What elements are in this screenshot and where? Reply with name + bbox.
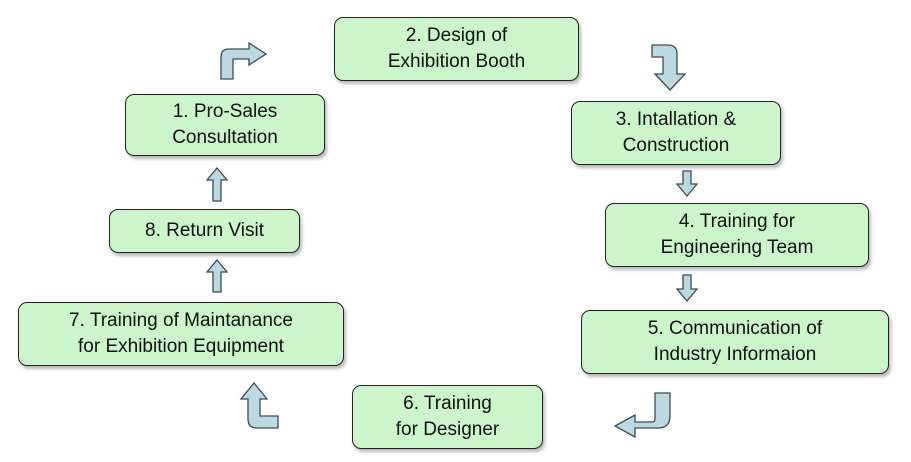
step-8-return-visit: 8. Return Visit xyxy=(109,209,300,253)
curved-arrow-left-up-icon xyxy=(239,381,279,429)
arrow-down-icon xyxy=(675,170,699,198)
step-2-line1: 2. Design of xyxy=(405,25,508,46)
step-4-training-engineering-team: 4. Training for Engineering Team xyxy=(605,203,869,267)
curved-arrow-down-left-icon xyxy=(613,392,671,439)
step-1-pro-sales-consultation: 1. Pro-Sales Consultation xyxy=(125,94,325,156)
step-7-line2: for Exhibition Equipment xyxy=(78,336,284,357)
step-8-line1: 8. Return Visit xyxy=(145,220,264,241)
step-1-line1: 1. Pro-Sales xyxy=(172,101,278,122)
step-1-line2: Consultation xyxy=(172,127,278,148)
step-6-line2: for Designer xyxy=(395,419,500,440)
step-2-design-of-exhibition-booth: 2. Design of Exhibition Booth xyxy=(334,17,579,81)
step-5-line1: 5. Communication of xyxy=(647,318,823,339)
step-4-line1: 4. Training for xyxy=(678,211,796,232)
curved-arrow-right-down-icon xyxy=(651,44,687,91)
arrow-up-icon xyxy=(205,166,229,202)
step-7-line1: 7. Training of Maintanance xyxy=(69,310,293,331)
step-3-line1: 3. Intallation & xyxy=(615,109,737,130)
step-6-line1: 6. Training xyxy=(403,393,492,414)
step-6-training-for-designer: 6. Training for Designer xyxy=(352,385,543,449)
step-3-line2: Construction xyxy=(622,135,730,156)
arrow-up-icon xyxy=(205,258,229,293)
step-4-line2: Engineering Team xyxy=(660,237,814,258)
step-5-communication-industry-information: 5. Communication of Industry Informaion xyxy=(581,310,889,374)
arrow-down-icon xyxy=(675,274,699,303)
step-7-training-maintenance-equipment: 7. Training of Maintanance for Exhibitio… xyxy=(18,302,344,366)
step-5-line2: Industry Informaion xyxy=(653,344,817,365)
step-2-line2: Exhibition Booth xyxy=(387,51,526,72)
step-3-installation-construction: 3. Intallation & Construction xyxy=(571,101,781,165)
curved-arrow-up-right-icon xyxy=(220,41,268,80)
